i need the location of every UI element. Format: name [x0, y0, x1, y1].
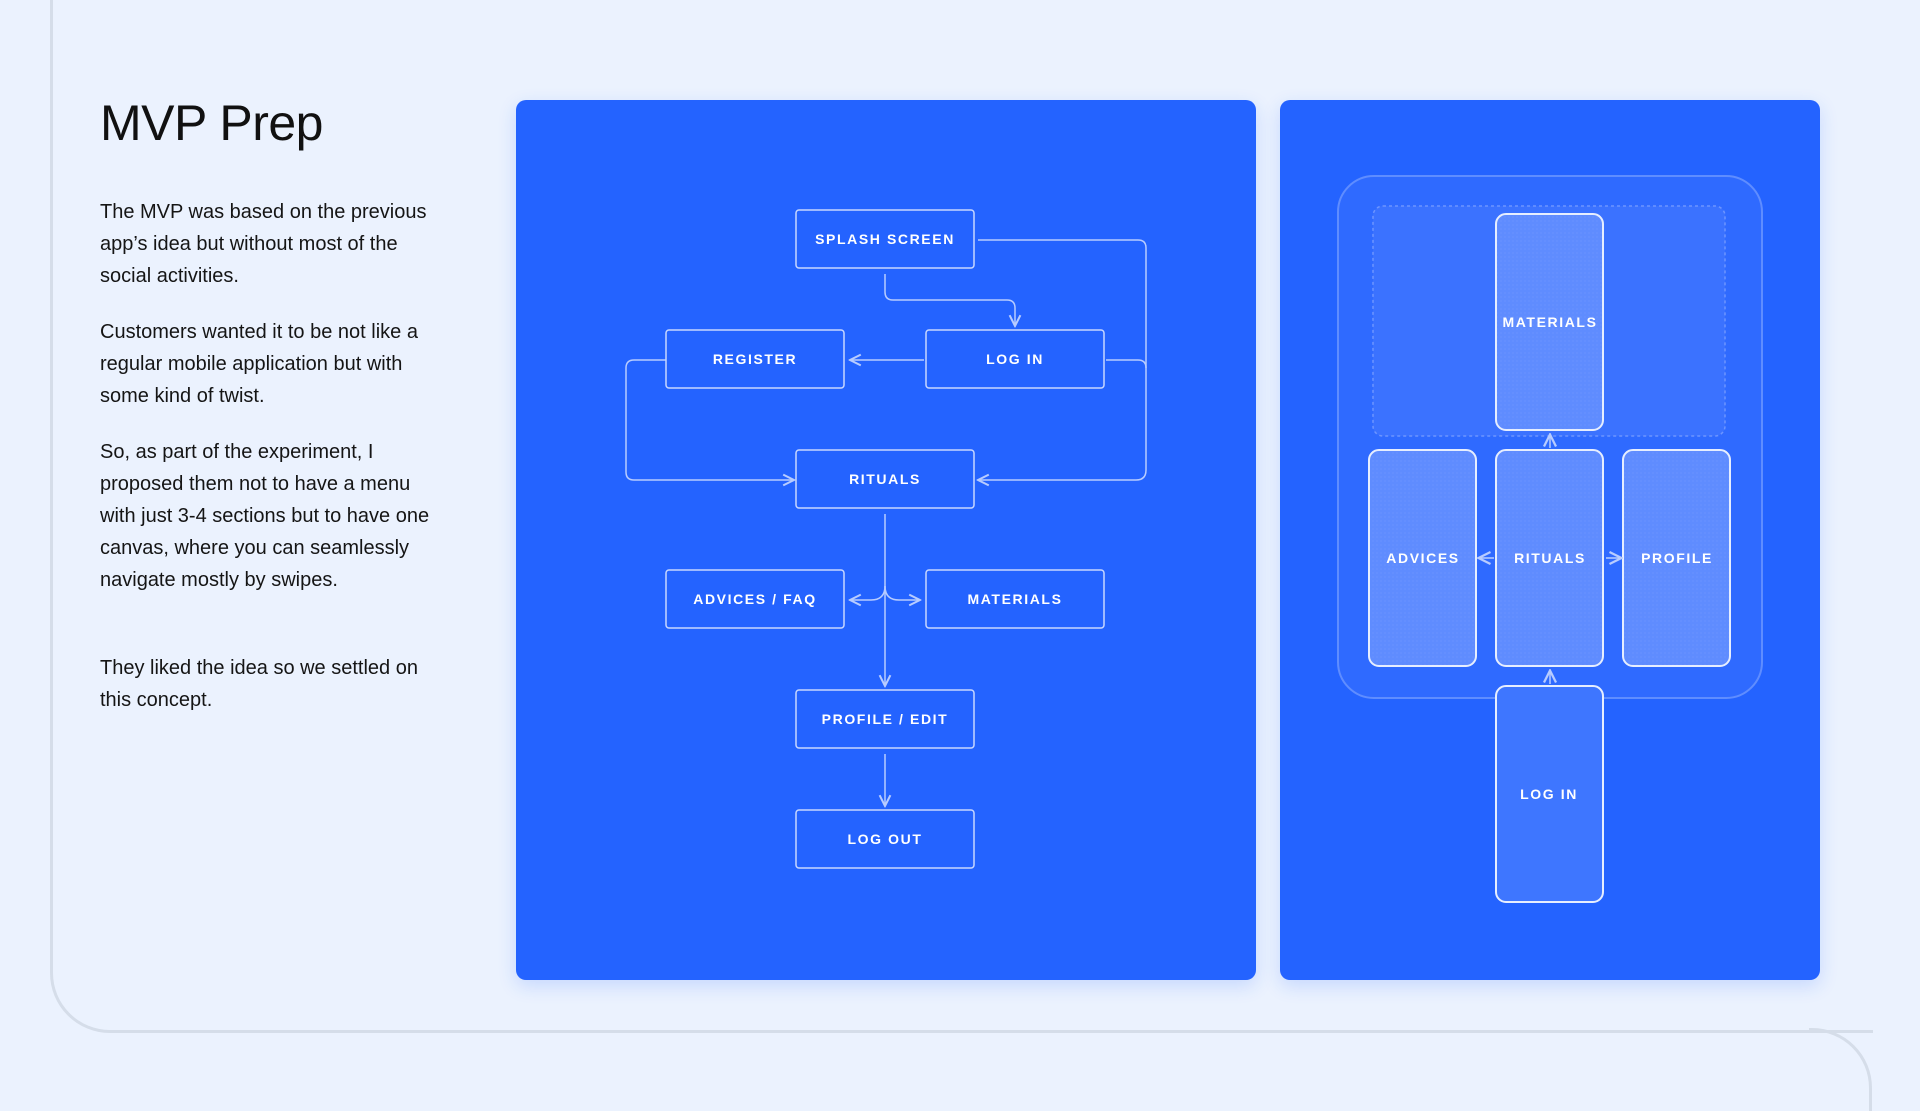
flow-label-materials: MATERIALS — [967, 591, 1062, 607]
connector-splash-rituals — [978, 239, 1147, 480]
flow-node-profile-edit — [795, 689, 975, 749]
canvas-map-panel: MATERIALS ADVICES RITUALS PROFILE LOG IN — [1280, 100, 1820, 980]
screen-card-log-in — [1495, 685, 1604, 903]
page-title: MVP Prep — [100, 95, 323, 151]
screen-card-rituals — [1495, 449, 1604, 667]
screen-label-profile: PROFILE — [1641, 550, 1713, 566]
connector-login-rituals-join — [1106, 359, 1147, 369]
flow-label-rituals: RITUALS — [849, 471, 921, 487]
canvas-swipe-arrows — [1480, 436, 1620, 684]
connector-register-rituals — [625, 359, 794, 480]
flow-label-splash-screen: SPLASH SCREEN — [815, 231, 955, 247]
flow-node-materials — [925, 569, 1105, 629]
flow-label-advices-faq: ADVICES / FAQ — [693, 591, 816, 607]
flow-label-register: REGISTER — [713, 351, 797, 367]
description-paragraph-4: They liked the idea so we settled on thi… — [100, 657, 418, 711]
screen-card-materials — [1495, 213, 1604, 431]
flow-node-log-out — [795, 809, 975, 869]
flowchart-diagram: SPLASH SCREEN REGISTER LOG IN RITUALS AD… — [625, 209, 1147, 869]
connector-to-advices — [850, 585, 886, 600]
screen-label-materials: MATERIALS — [1502, 314, 1597, 330]
screen-label-log-in: LOG IN — [1520, 786, 1578, 802]
flow-node-register — [665, 329, 845, 389]
description-paragraph-1: The MVP was based on the previous app’s … — [100, 201, 427, 287]
flowchart-panel: SPLASH SCREEN REGISTER LOG IN RITUALS AD… — [516, 100, 1256, 980]
flow-node-advices-faq — [665, 569, 845, 629]
flow-label-log-in: LOG IN — [986, 351, 1044, 367]
flow-node-splash-screen — [795, 209, 975, 269]
flow-node-log-in — [925, 329, 1105, 389]
description-paragraph-3: So, as part of the experiment, I propose… — [100, 441, 430, 591]
flow-label-log-out: LOG OUT — [848, 831, 923, 847]
page-frame-line — [50, 0, 1873, 1033]
screen-card-profile — [1622, 449, 1731, 667]
canvas-map-diagram: MATERIALS ADVICES RITUALS PROFILE LOG IN — [1337, 175, 1763, 903]
screen-label-advices: ADVICES — [1386, 550, 1459, 566]
description-paragraph-2: Customers wanted it to be not like a reg… — [100, 321, 418, 407]
screen-label-rituals: RITUALS — [1514, 550, 1586, 566]
connector-to-materials — [884, 585, 920, 600]
page-frame-corner — [1809, 1028, 1872, 1111]
connector-splash-login — [884, 274, 1015, 326]
flow-label-profile-edit: PROFILE / EDIT — [822, 711, 949, 727]
flow-connectors — [625, 239, 1147, 806]
flow-node-rituals — [795, 449, 975, 509]
screen-card-advices — [1368, 449, 1477, 667]
